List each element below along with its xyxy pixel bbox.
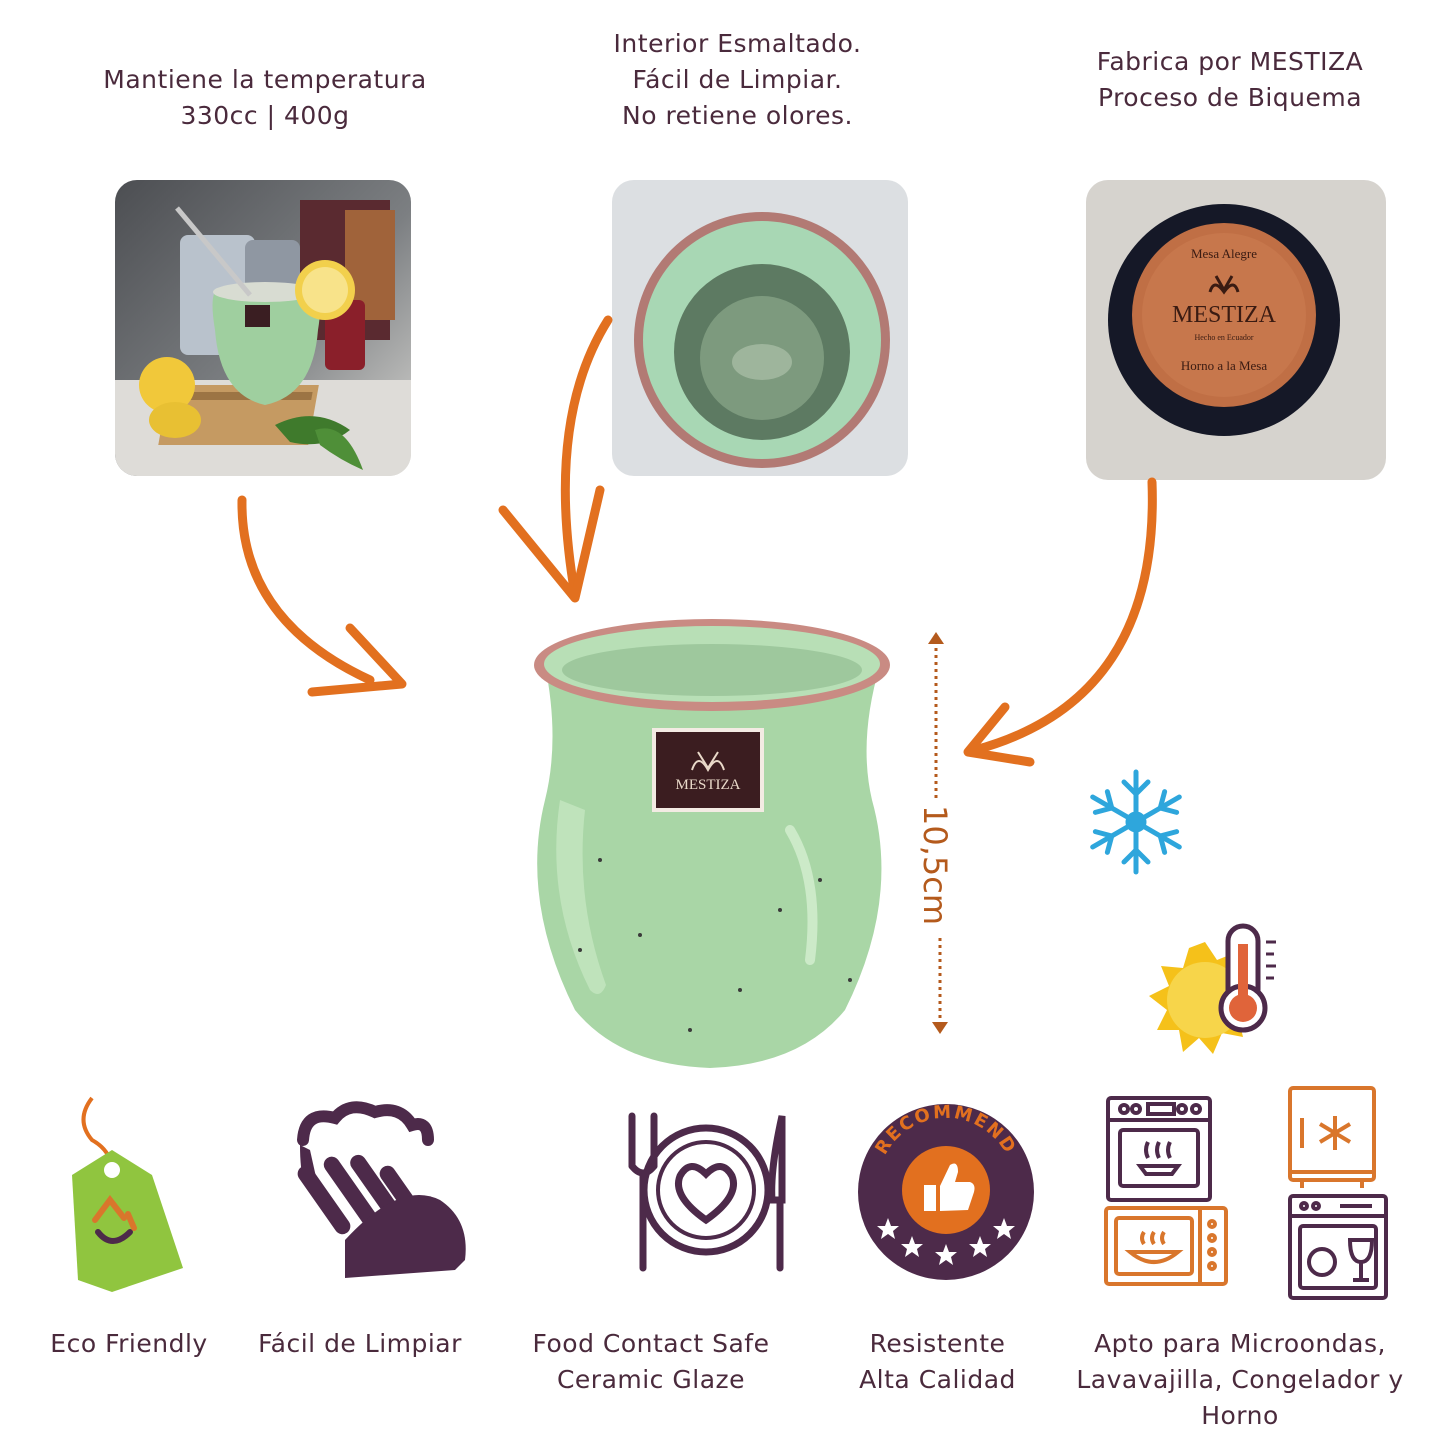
- feature-label-line: Food Contact Safe: [532, 1329, 770, 1358]
- recommend-badge-icon: RECOMMEND: [858, 1102, 1034, 1280]
- base-bottom-text: Horno a la Mesa: [1181, 358, 1268, 373]
- feature-label-line: Horno: [1201, 1401, 1279, 1430]
- arrow-middle-curve: [560, 315, 613, 600]
- feature-label-line: Ceramic Glaze: [556, 1365, 746, 1394]
- feature-label-line: Eco Friendly: [50, 1329, 208, 1358]
- height-arrow-down: [932, 1022, 948, 1034]
- caption-line: 330cc | 400g: [180, 101, 350, 130]
- arrow-middle-head: [498, 485, 605, 603]
- caption-line: Fabrica por MESTIZA: [1096, 47, 1364, 76]
- photo-interior: [612, 180, 908, 476]
- caption-line: Mantiene la temperatura: [103, 65, 427, 94]
- feature-label-line: Fácil de Limpiar: [258, 1329, 462, 1358]
- arrow-left-curve: [237, 495, 375, 685]
- photo-base: MESTIZA Mesa Alegre Hecho en Ecuador Hor…: [1086, 180, 1386, 480]
- oven-icon: [1106, 1096, 1212, 1202]
- caption-line: Fácil de Limpiar.: [632, 65, 843, 94]
- heat-icon: [1149, 923, 1276, 1054]
- base-middle-text: Hecho en Ecuador: [1194, 333, 1253, 342]
- caption-line: No retiene olores.: [622, 101, 853, 130]
- feature-label-line: Lavavajilla, Congelador y: [1076, 1365, 1404, 1394]
- central-cup: MESTIZA: [534, 619, 890, 1068]
- feature-label-appliances: Apto para Microondas, Lavavajilla, Conge…: [1060, 1326, 1420, 1434]
- feature-label-food-safe: Food Contact Safe Ceramic Glaze: [505, 1326, 797, 1398]
- arrow-left-head: [307, 623, 407, 697]
- feature-label-eco-friendly: Eco Friendly: [20, 1326, 238, 1362]
- freezer-icon: [1288, 1086, 1376, 1188]
- feature-label-quality: Resistente Alta Calidad: [835, 1326, 1040, 1398]
- height-label: 10,5cm: [916, 805, 954, 925]
- caption-line: Proceso de Biquema: [1097, 83, 1363, 112]
- plate-cutlery-icon: [628, 1112, 786, 1272]
- caption-factory: Fabrica por MESTIZA Proceso de Biquema: [1040, 44, 1420, 116]
- feature-label-easy-clean: Fácil de Limpiar: [240, 1326, 480, 1362]
- caption-line: Interior Esmaltado.: [613, 29, 862, 58]
- photo-lifestyle: [115, 180, 411, 476]
- appliances-icon: [1104, 1086, 1388, 1300]
- feature-label-line: Alta Calidad: [859, 1365, 1016, 1394]
- dishwasher-icon: [1288, 1194, 1388, 1300]
- snowflake-icon: [1090, 769, 1182, 875]
- caption-temperature: Mantiene la temperatura 330cc | 400g: [60, 62, 470, 134]
- feature-label-line: Resistente: [869, 1329, 1006, 1358]
- base-top-text: Mesa Alegre: [1191, 246, 1257, 261]
- arrow-right-curve: [970, 477, 1157, 755]
- cup-label-brand: MESTIZA: [676, 777, 741, 793]
- microwave-icon: [1104, 1206, 1228, 1286]
- caption-interior: Interior Esmaltado. Fácil de Limpiar. No…: [540, 26, 935, 134]
- feature-label-line: Apto para Microondas,: [1094, 1329, 1386, 1358]
- base-brand-text: MESTIZA: [1172, 302, 1277, 328]
- arrow-right-head: [963, 702, 1035, 767]
- washing-hand-icon: [297, 1101, 466, 1278]
- height-arrow-up: [928, 632, 944, 644]
- eco-tag-icon: [72, 1096, 183, 1292]
